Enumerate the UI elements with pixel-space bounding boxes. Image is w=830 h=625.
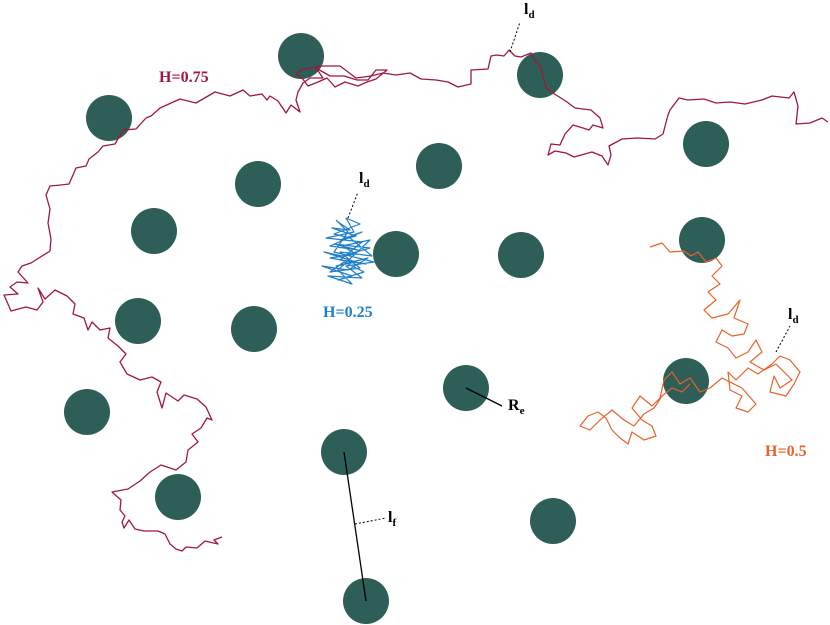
label-lf: lf [388, 509, 396, 529]
label-ld-top: ld [524, 1, 535, 21]
obstacle [517, 52, 563, 98]
ld-leader-right [775, 325, 791, 353]
obstacle [115, 298, 161, 344]
obstacle [683, 121, 729, 167]
obstacle [530, 498, 576, 544]
label-h075: H=0.75 [159, 69, 209, 86]
label-re: Re [508, 397, 525, 417]
obstacle [231, 306, 277, 352]
trajectory-h025 [321, 217, 375, 285]
obstacle [416, 143, 462, 189]
obstacle [86, 95, 132, 141]
trajectory-h05 [579, 242, 801, 445]
obstacle [498, 232, 544, 278]
obstacle [64, 389, 110, 435]
lf-dotted-leader [354, 517, 387, 525]
obstacle [235, 161, 281, 207]
label-ld-right: ld [788, 306, 799, 326]
label-h025: H=0.25 [323, 304, 373, 321]
obstacle [278, 33, 324, 79]
obstacle [679, 217, 725, 263]
obstacles [64, 33, 729, 624]
ld-leader-top [509, 21, 521, 53]
lf-segment [343, 451, 367, 602]
obstacle [373, 231, 419, 277]
label-ld-center: ld [359, 170, 370, 190]
trajectory-h075 [3, 49, 829, 552]
obstacle [131, 208, 177, 254]
label-h05: H=0.5 [765, 443, 807, 460]
obstacle [155, 474, 201, 520]
re-radius [465, 387, 503, 407]
ld-leader-center [347, 191, 359, 219]
